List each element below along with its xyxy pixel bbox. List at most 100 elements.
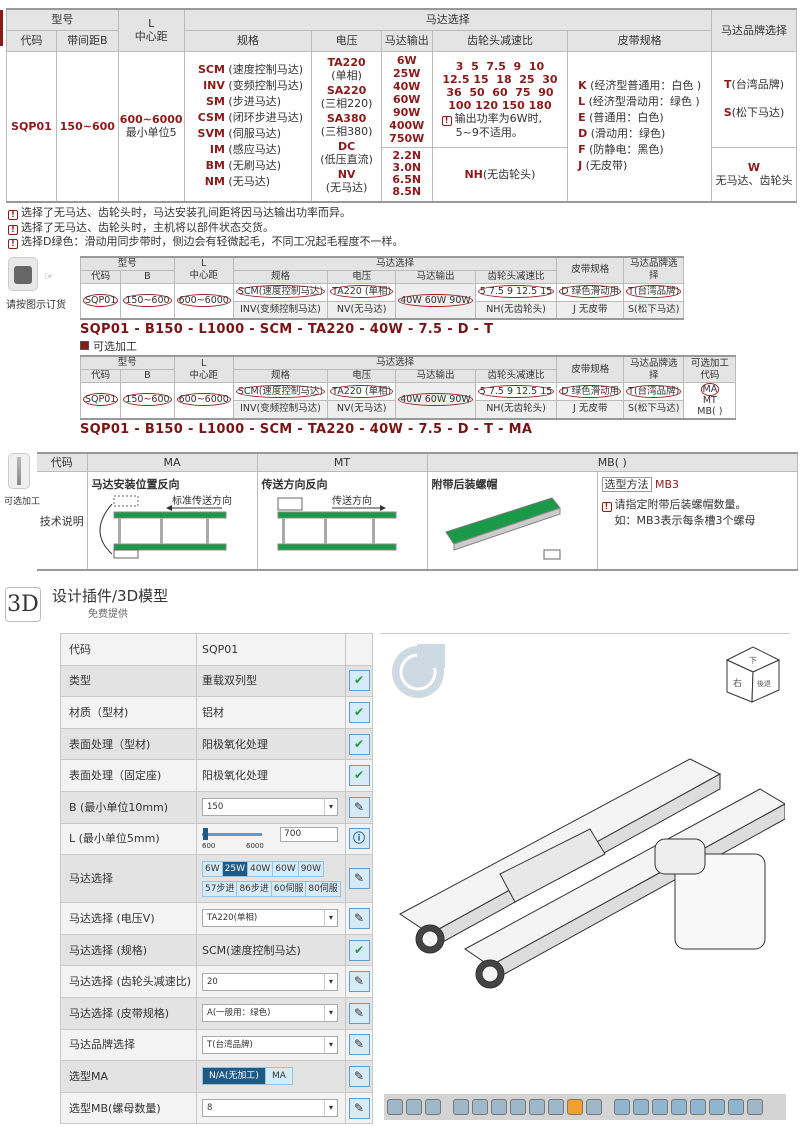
optional-table: 代码 MA MT MB( ) 技术说明 马达安装位置反向 标准传送方向 传送方向… xyxy=(37,451,798,571)
section-icon[interactable] xyxy=(548,1099,564,1115)
col-pitch: 带间距B xyxy=(55,29,119,52)
col-mb: MB( ) xyxy=(426,452,798,472)
belt-item: K (经济型普通用：白色 ) xyxy=(578,79,702,93)
view-top-icon[interactable] xyxy=(690,1099,706,1115)
view-back-icon[interactable] xyxy=(633,1099,649,1115)
edit-icon[interactable]: ✎ xyxy=(348,796,370,818)
edit-icon[interactable]: ✎ xyxy=(348,1065,370,1087)
config-label: 马达选择 (电压V) xyxy=(60,902,197,935)
slider-max-label: 6000 xyxy=(246,841,264,850)
check-icon[interactable]: ✔ xyxy=(348,670,370,692)
edit-icon[interactable]: ✎ xyxy=(348,1002,370,1024)
select-dropdown[interactable]: 20 xyxy=(202,972,338,991)
rotate-icon[interactable] xyxy=(491,1099,507,1115)
voltage-item: SA380(三相380) xyxy=(320,112,373,139)
edit-icon[interactable]: ✎ xyxy=(348,971,370,993)
motor-spec-item: SCM (速度控制马达) xyxy=(197,63,303,77)
spec-cell: SCM(速度控制马达) xyxy=(232,282,329,302)
config-label: 马达选择 (规格) xyxy=(60,933,197,967)
motor-option[interactable]: 40W xyxy=(246,860,274,877)
motor-option[interactable]: 57步进 xyxy=(202,880,238,897)
svg-text:後退: 後退 xyxy=(757,679,771,688)
l-slider[interactable] xyxy=(202,832,262,836)
info-icon[interactable]: ⓘ xyxy=(348,828,370,850)
edit-icon[interactable]: ✎ xyxy=(348,1034,370,1056)
view-right-icon[interactable] xyxy=(671,1099,687,1115)
output-item: 750W xyxy=(389,131,425,145)
select-dropdown[interactable]: 8 xyxy=(202,1099,338,1118)
ma-diagram: 标准传送方向 xyxy=(99,494,232,559)
view-cube[interactable]: 下右後退 xyxy=(723,644,783,706)
edit-icon[interactable]: ✎ xyxy=(348,1097,370,1119)
mesh-icon[interactable] xyxy=(529,1099,545,1115)
cylinder-dark-icon[interactable] xyxy=(425,1099,441,1115)
measure-icon[interactable] xyxy=(510,1099,526,1115)
col-motor: 马达选择 xyxy=(183,8,712,31)
3d-viewer[interactable]: 下右後退 xyxy=(380,633,790,1127)
orange-face-icon[interactable] xyxy=(567,1099,583,1115)
select-dropdown[interactable]: T(台湾品牌) xyxy=(202,1035,338,1054)
check-icon[interactable]: ✔ xyxy=(348,939,370,961)
select-dropdown[interactable]: TA220(单相) xyxy=(202,909,338,928)
select-dropdown[interactable]: 150 xyxy=(202,798,338,817)
check-icon[interactable]: ✔ xyxy=(348,701,370,723)
spec-cell: INV(变频控制马达) xyxy=(232,300,329,320)
col-belt: 皮带规格 xyxy=(556,256,625,284)
l-number-input[interactable]: 700 xyxy=(280,826,338,842)
check-icon[interactable]: ✔ xyxy=(348,733,370,755)
edit-icon[interactable]: ✎ xyxy=(348,907,370,929)
cylinder-outline-icon[interactable] xyxy=(387,1099,403,1115)
view-bottom-icon[interactable] xyxy=(709,1099,725,1115)
ma-option[interactable]: MA xyxy=(264,1067,293,1086)
belt-cell: J 无皮带 xyxy=(556,300,625,320)
brand-cell: T(台湾品牌) xyxy=(623,382,685,401)
select-dropdown[interactable]: A(一般用：绿色) xyxy=(202,1004,338,1023)
ratio-nh: NH(无齿轮头) xyxy=(431,146,569,203)
output-item: 2.2N xyxy=(392,149,422,163)
brand-cell: T(台湾品牌) xyxy=(623,282,685,302)
pointing-hand-icon: ☞ xyxy=(44,269,54,283)
config-label: 马达品牌选择 xyxy=(60,1028,197,1062)
belt-item: F (防静电：黑色) xyxy=(578,143,664,157)
motor-option[interactable]: 6W xyxy=(202,860,223,877)
motor-spec-item: BM (无刷马达) xyxy=(205,159,281,173)
cylinder-shaded-icon[interactable] xyxy=(406,1099,422,1115)
config-value: SQP01 xyxy=(202,642,239,656)
config-row: 表面处理（型材)阳极氧化处理✔ xyxy=(60,727,373,761)
motor-option[interactable]: 86步进 xyxy=(236,880,272,897)
edit-icon[interactable]: ✎ xyxy=(348,868,370,890)
ma-option[interactable]: N/A(无加工) xyxy=(202,1067,266,1086)
belt-item: L (经济型滑动用：绿色 ) xyxy=(578,95,700,109)
config-label: 马达选择 (齿轮头减速比) xyxy=(60,965,197,998)
notes: !选择了无马达、齿轮头时，马达安装孔间距将因马达输出功率而异。 !选择了无马达、… xyxy=(8,206,800,250)
motor-option[interactable]: 90W xyxy=(297,860,325,877)
col-output: 马达输出 xyxy=(395,369,476,383)
zoom-fit-icon[interactable] xyxy=(472,1099,488,1115)
axis-icon[interactable] xyxy=(747,1099,763,1115)
voltage-cell: NV(无马达) xyxy=(327,300,397,320)
motor-option[interactable]: 80伺服 xyxy=(305,880,341,897)
zoom-icon[interactable] xyxy=(453,1099,469,1115)
config-row: 类型重载双列型✔ xyxy=(60,664,373,698)
config-row: 马达选择 (电压V) TA220(单相) ✎ xyxy=(60,902,373,935)
view-left-icon[interactable] xyxy=(652,1099,668,1115)
brand-item: S(松下马达) xyxy=(723,106,785,119)
view-front-icon[interactable] xyxy=(614,1099,630,1115)
motor-spec-item: SVM (伺服马达) xyxy=(197,127,281,141)
cube-dark-icon[interactable] xyxy=(586,1099,602,1115)
order-code-result-optional: SQP01 - B150 - L1000 - SCM - TA220 - 40W… xyxy=(80,421,533,437)
motor-option[interactable]: 60W xyxy=(272,860,299,877)
motor-option[interactable]: 25W xyxy=(221,860,248,877)
config-label: 选型MB(螺母数量) xyxy=(60,1091,197,1125)
motor-option[interactable]: 60伺服 xyxy=(270,880,307,897)
slider-thumb[interactable] xyxy=(203,827,209,840)
config-row: 马达选择 (齿轮头减速比) 20 ✎ xyxy=(60,965,373,998)
mb-cell: 附带后装螺帽 xyxy=(426,471,598,571)
view-iso-icon[interactable] xyxy=(728,1099,744,1115)
belt-item: J (无皮带) xyxy=(578,159,628,173)
check-icon[interactable]: ✔ xyxy=(348,765,370,787)
